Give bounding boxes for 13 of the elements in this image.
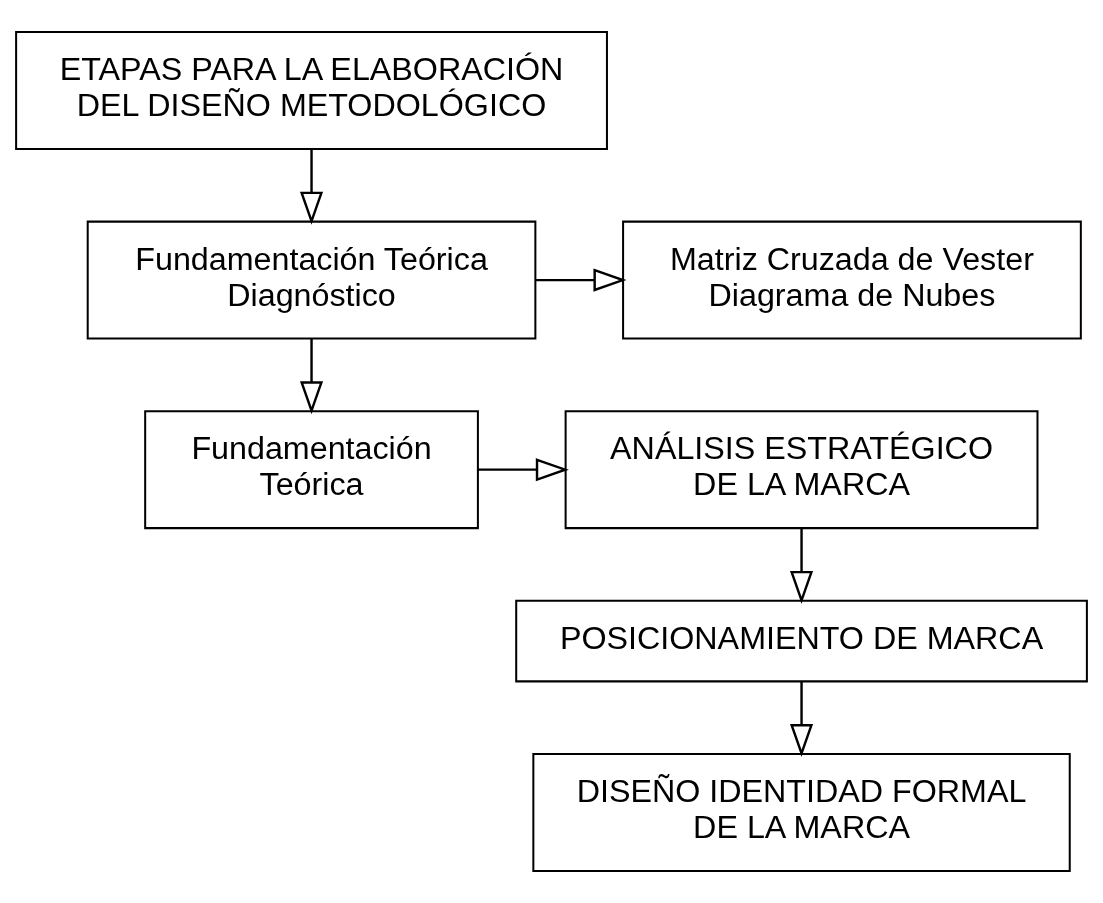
- node-box: Fundamentación Teórica Diagnóstico: [86, 220, 537, 340]
- arrow: [299, 338, 324, 415]
- node-box: Matriz Cruzada de Vester Diagrama de Nubes: [622, 220, 1082, 340]
- node-box: ETAPAS PARA LA ELABORACIÓN DEL DISEÑO METODOLÓGICO: [15, 31, 608, 151]
- arrow: [299, 149, 324, 225]
- arrow: [789, 528, 814, 605]
- node-box: DISEÑO IDENTIDAD FORMAL DE LA MARCA: [532, 752, 1071, 872]
- arrow: [535, 268, 627, 292]
- node-box: POSICIONAMIENTO DE MARCA: [515, 599, 1088, 683]
- arrow: [789, 681, 814, 758]
- node-box: ANÁLISIS ESTRATÉGICO DE LA MARCA: [564, 410, 1039, 530]
- node-box: Fundamentación Teórica: [144, 410, 479, 530]
- arrow: [478, 458, 569, 482]
